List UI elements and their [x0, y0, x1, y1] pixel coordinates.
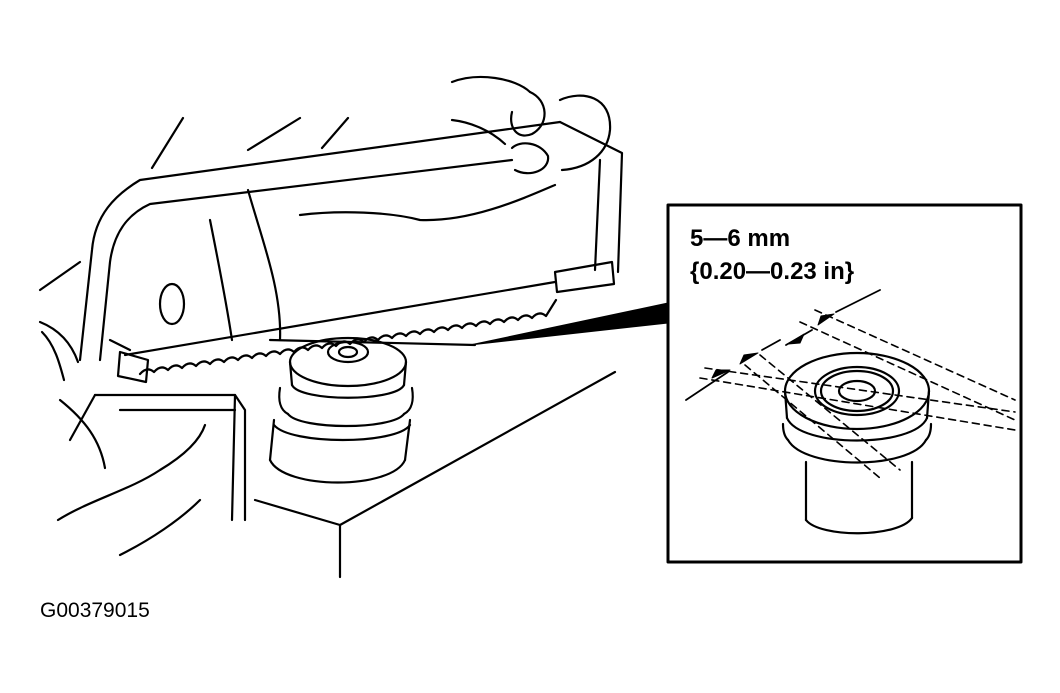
callout-leader	[469, 302, 669, 346]
bushing-on-bench	[268, 336, 414, 484]
detail-inset-frame	[666, 203, 1023, 564]
upper-arm-sleeve	[150, 116, 350, 170]
right-hand	[208, 76, 612, 342]
dimension-label-in: {0.20—0.23 in}	[690, 258, 854, 285]
dimension-label-mm: 5—6 mm	[690, 225, 790, 252]
left-hand	[38, 260, 207, 557]
figure-id: G00379015	[40, 599, 150, 622]
vise-block	[68, 338, 617, 579]
hacksaw-frame	[78, 120, 624, 384]
cut-plane-dashed-lines	[699, 309, 1016, 479]
hacksaw-blade	[123, 280, 558, 376]
dimension-arrows	[685, 289, 881, 401]
dimension-arrowheads	[711, 313, 835, 379]
detail-bushing	[781, 351, 933, 535]
